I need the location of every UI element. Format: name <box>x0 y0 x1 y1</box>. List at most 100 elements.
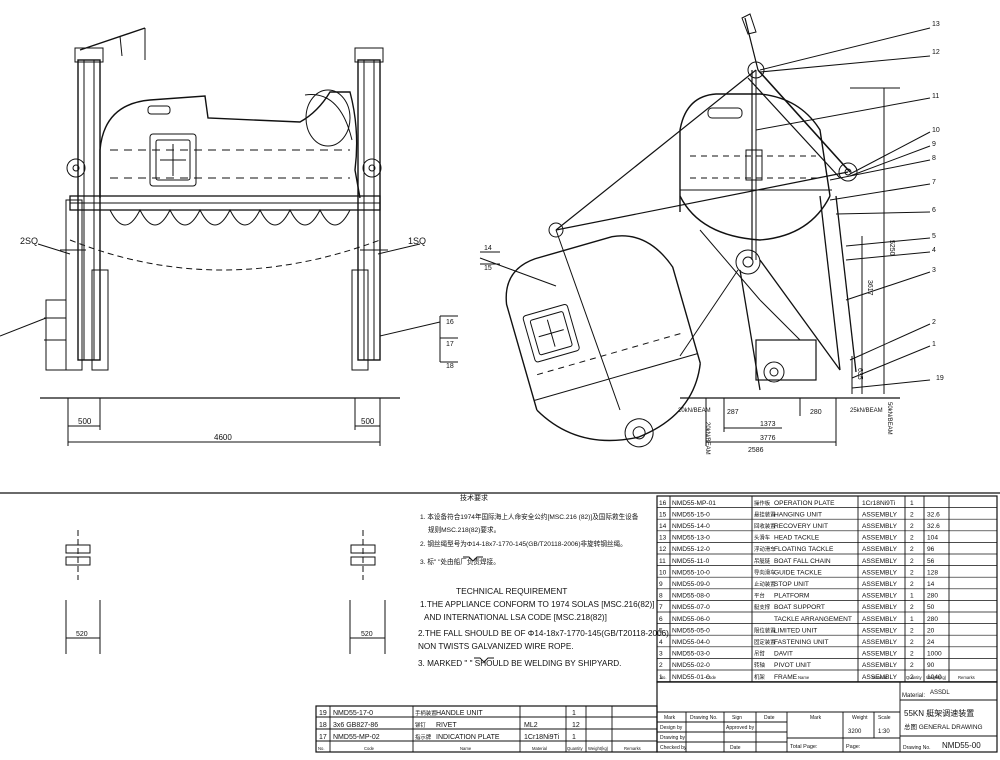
bom-cell-no: 10 <box>659 569 667 576</box>
bom-cell-weight: 96 <box>927 546 935 553</box>
bom-lower-cell-code: 3x6 GB827-86 <box>333 722 378 729</box>
bom-cell-cn: 吊艇链 <box>754 557 771 565</box>
bom-lower-cell-code: NMD55-MP-02 <box>333 734 380 741</box>
dim-635: 635 <box>856 368 863 380</box>
notes-heading: TECHNICAL REQUIREMENT <box>456 586 567 596</box>
bom-cell-material: ASSEMBLY <box>862 569 898 576</box>
bom-upper-header-qty: Quantity <box>906 675 923 680</box>
bom-cell-code: NMD55-05-0 <box>672 627 710 634</box>
dim-5250: 5250 <box>888 240 895 256</box>
bom-lower-cell-no: 19 <box>319 710 327 717</box>
bom-cell-code: NMD55-13-0 <box>672 535 710 542</box>
bom-cell-material: ASSEMBLY <box>862 593 898 600</box>
callout-7: 7 <box>932 179 936 186</box>
bom-upper-header-remarks: Remarks <box>958 675 975 680</box>
bom-lower-cell-no: 17 <box>319 734 327 741</box>
bom-cell-no: 16 <box>659 500 667 507</box>
bom-upper-header-weight: Weight(kg) <box>926 675 947 680</box>
bom-cell-name: STOP UNIT <box>774 581 809 588</box>
bottom-sections <box>65 530 386 654</box>
title-block <box>656 681 998 753</box>
bom-cell-weight: 50 <box>927 604 935 611</box>
bom-cell-cn: 悬挂装置 <box>754 510 776 518</box>
bom-lower-cell-qty: 1 <box>572 710 576 717</box>
falls-lines <box>479 69 849 411</box>
bom-cell-no: 8 <box>659 593 663 600</box>
title-total-page: Total Page: <box>790 744 818 750</box>
bom-cell-material: ASSEMBLY <box>862 604 898 611</box>
bom-cell-qty: 2 <box>910 535 914 542</box>
bom-lower-cell-no: 18 <box>319 722 327 729</box>
notes-cn-line-3: 2. 钢丝绳型号为Φ14-18x7-1770-145(GB/T20118-200… <box>420 539 627 548</box>
bom-cell-name: FRAME <box>774 674 798 681</box>
bom-cell-cn: 艇支撑 <box>754 603 771 611</box>
side-view <box>679 13 931 446</box>
bom-upper-header-code: Code <box>706 675 717 680</box>
title-weight-value: 3200 <box>848 729 862 735</box>
bom-cell-qty: 2 <box>910 604 914 611</box>
dim-520-right: 520 <box>361 631 373 638</box>
bom-cell-no: 5 <box>659 627 663 634</box>
bom-cell-code: NMD55-01-0 <box>672 674 710 681</box>
bom-cell-code: NMD55-06-0 <box>672 616 710 623</box>
bom-cell-no: 12 <box>659 546 667 553</box>
dim-3776: 3776 <box>760 435 776 442</box>
title-checked-by: Checked by <box>660 745 687 751</box>
bom-lower-cell-qty: 1 <box>572 734 576 741</box>
bom-cell-material: ASSEMBLY <box>862 523 898 530</box>
title-approved-by: Approved by <box>726 725 755 731</box>
bom-lower-cell-cn: 手柄装置 <box>415 709 437 717</box>
callout-12: 12 <box>932 49 940 56</box>
title-page: Page: <box>846 744 861 750</box>
callout-8: 8 <box>932 155 936 162</box>
bom-cell-name: OPERATION PLATE <box>774 500 835 507</box>
bom-cell-qty: 2 <box>910 569 914 576</box>
bom-cell-no: 13 <box>659 535 667 542</box>
title-scale-value: 1:30 <box>878 729 890 735</box>
callout-18: 18 <box>446 363 454 370</box>
bom-table-lower <box>315 705 658 753</box>
bom-cell-code: NMD55-07-0 <box>672 604 710 611</box>
bom-lower-cell-name: HANDLE UNIT <box>436 710 483 717</box>
bom-cell-cn: 平台 <box>754 592 765 600</box>
bom-lower-header-qty: Quantity <box>567 746 584 751</box>
notes-line-3: 2.THE FALL SHOULD BE OF Φ14-18x7-1770-14… <box>418 629 669 638</box>
bom-cell-name: GUIDE TACKLE <box>774 569 822 576</box>
bom-cell-code: NMD55-04-0 <box>672 639 710 646</box>
notes-cn-line-1: 1. 本设备符合1974年国际海上人命安全公约[MSC.216 (82)]及国际… <box>420 512 639 521</box>
bom-cell-qty: 2 <box>910 662 914 669</box>
bom-cell-code: NMD55-MP-01 <box>672 500 716 507</box>
notes-cn-line-4: 3. 标" "处由船厂负责焊接。 <box>420 557 500 566</box>
bom-cell-weight: 32.6 <box>927 511 940 518</box>
bom-cell-name: HEAD TACKLE <box>774 535 820 542</box>
beam-label-side-left: 20kN/BEAM <box>704 422 710 455</box>
bom-cell-code: NMD55-03-0 <box>672 651 710 658</box>
title-date-col: Date <box>730 745 741 751</box>
callout-15: 15 <box>484 265 492 272</box>
notes-cn-heading: 技术要求 <box>460 493 488 502</box>
bom-cell-cn: 转轴 <box>754 661 765 669</box>
notes-line-1: 1.THE APPLIANCE CONFORM TO 1974 SOLAS [M… <box>420 600 655 609</box>
callout-4: 4 <box>932 247 936 254</box>
bom-cell-cn: 机架 <box>754 673 765 681</box>
notes-line-2: AND INTERNATIONAL LSA CODE [MSC.218(82)] <box>424 613 607 622</box>
bom-lower-header-name: Name <box>460 746 472 751</box>
notes-line-5: 3. MARKED " " SHOULD BE WELDING BY SHIPY… <box>418 659 621 668</box>
bom-cell-code: NMD55-09-0 <box>672 581 710 588</box>
title-drawing-by: Drawing by <box>660 735 686 741</box>
beam-label-top-right: 25kN/BEAM <box>850 408 883 414</box>
bom-cell-name: TACKLE ARRANGEMENT <box>774 616 852 623</box>
title-date-label: Date <box>764 715 775 721</box>
notes-cn-line-2: 规则MSC.218(82)要求。 <box>428 525 500 534</box>
title-sign-label: Sign <box>732 715 742 721</box>
bom-cell-material: ASSEMBLY <box>862 639 898 646</box>
bom-cell-cn: 浮动滑车 <box>754 545 776 553</box>
bom-cell-weight: 1000 <box>927 651 942 658</box>
callout-1: 1 <box>932 341 936 348</box>
bom-lower-header-weight: Weight(kg) <box>588 746 609 751</box>
section-label-1sq: 1SQ <box>408 236 426 246</box>
bom-cell-name: PIVOT UNIT <box>774 662 811 669</box>
bom-cell-material: ASSEMBLY <box>862 558 898 565</box>
title-material-label: Material: <box>902 693 925 699</box>
